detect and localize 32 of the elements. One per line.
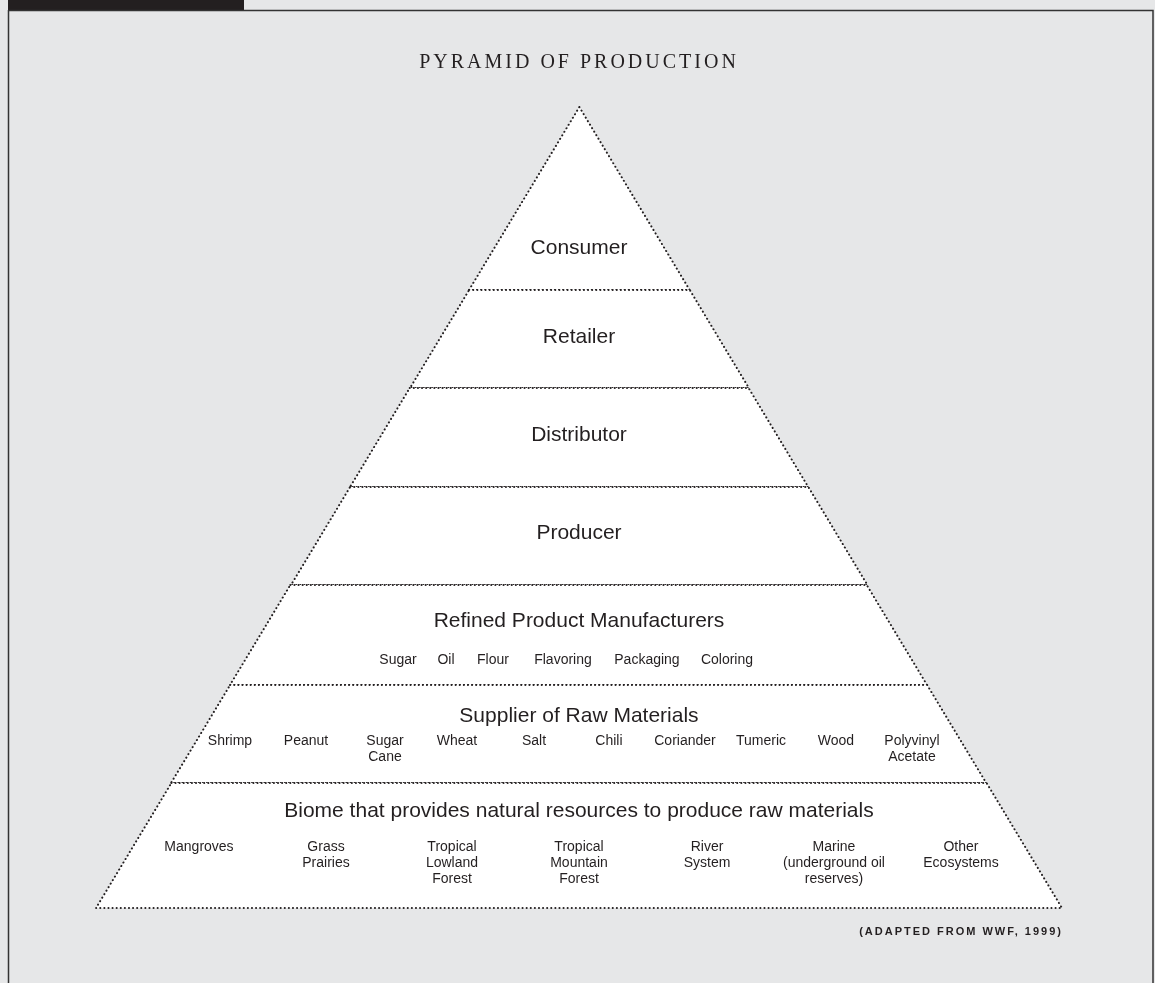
item-label: Tumeric <box>734 732 787 749</box>
title: PYRAMID OF PRODUCTION <box>418 50 740 73</box>
item-label: Oil <box>436 651 456 668</box>
tier-label: Retailer <box>541 324 617 349</box>
item-label: Flour <box>476 651 510 668</box>
item-label: Sugar Cane <box>365 732 405 765</box>
item-label: Polyvinyl Acetate <box>883 732 941 765</box>
caption: (ADAPTED FROM WWF, 1999) <box>859 925 1063 938</box>
item-label: Shrimp <box>206 732 254 749</box>
tier-label: Distributor <box>530 422 628 447</box>
tier-label: Refined Product Manufacturers <box>432 608 726 633</box>
item-label: Other Ecosystems <box>922 838 1000 871</box>
item-label: Tropical Lowland Forest <box>424 838 480 887</box>
item-label: Marine (underground oil reserves) <box>782 838 886 887</box>
item-label: Wheat <box>435 732 479 749</box>
tier-label: Producer <box>535 520 623 545</box>
item-label: Mangroves <box>163 838 235 855</box>
item-label: Coriander <box>653 732 717 749</box>
item-label: Packaging <box>613 651 681 668</box>
tier-label: Consumer <box>529 235 629 260</box>
item-label: Grass Prairies <box>301 838 351 871</box>
item-label: Chili <box>594 732 624 749</box>
item-label: Tropical Mountain Forest <box>549 838 609 887</box>
item-label: Sugar <box>378 651 418 668</box>
item-label: Flavoring <box>533 651 593 668</box>
item-label: Salt <box>520 732 548 749</box>
item-label: Coloring <box>699 651 755 668</box>
item-label: River System <box>682 838 732 871</box>
tier-label: Supplier of Raw Materials <box>458 703 700 728</box>
item-label: Peanut <box>282 732 330 749</box>
tier-label: Biome that provides natural resources to produce raw materials <box>283 798 875 823</box>
item-label: Wood <box>816 732 856 749</box>
